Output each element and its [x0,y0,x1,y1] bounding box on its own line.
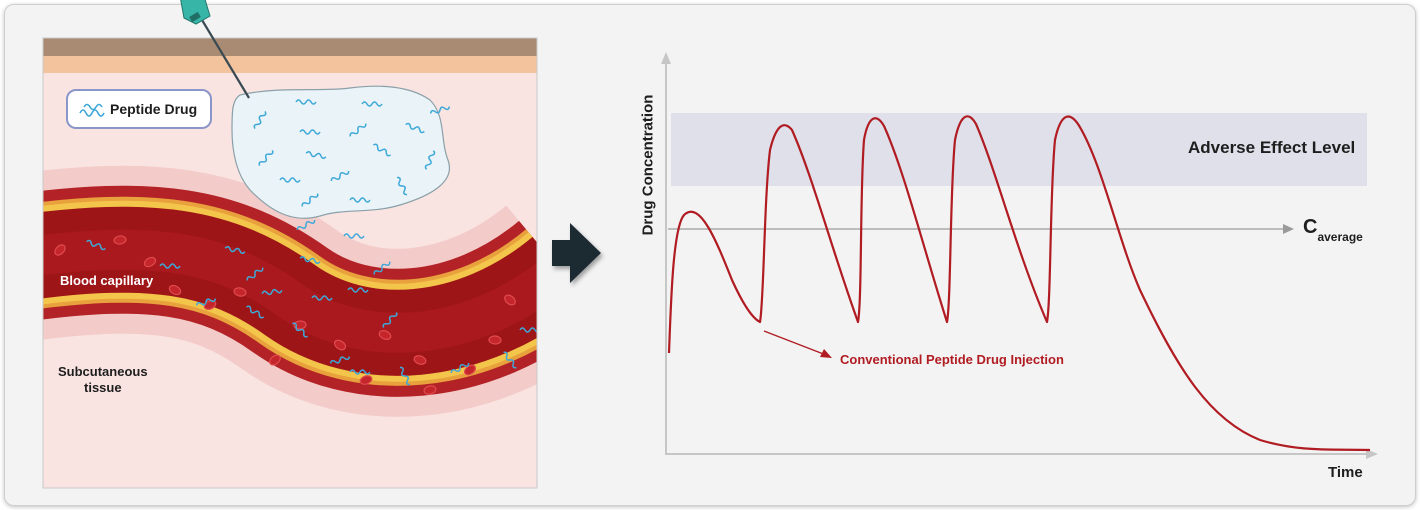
red-blood-cell [378,330,392,340]
drug-molecule [396,176,408,196]
skin-dermis [43,56,537,73]
legend-box: Peptide Drug [66,89,212,129]
skin-epidermis [43,38,537,56]
drug-molecule [299,129,321,135]
drug-molecule [405,122,425,134]
legend-label: Peptide Drug [110,101,198,117]
tissue-label-line2: tissue [84,380,122,395]
capillary-label: Blood capillary [60,273,154,288]
drug-molecule [261,288,283,296]
average-line-label-main: C [1303,216,1318,238]
red-blood-cell [143,256,157,268]
drug-molecule [299,255,321,265]
drug-molecule [86,239,106,251]
red-blood-cell [168,284,182,296]
peptide-icon [79,103,105,117]
drug-molecule [195,298,217,306]
red-blood-cell [488,335,502,345]
red-blood-cell [423,385,437,395]
drug-molecule [159,263,181,269]
red-blood-cell [293,320,307,330]
red-blood-cell [203,300,217,310]
red-blood-cell [113,235,127,245]
red-blood-cell [333,339,347,351]
drug-molecule [349,123,367,137]
x-axis-label: Time [1328,464,1363,481]
average-line-label-subscript: average [1317,230,1363,244]
tissue-label-line1: Subcutaneous [58,364,148,379]
drug-molecule [347,287,369,293]
red-blood-cell [269,354,281,366]
y-axis-label: Drug Concentration [639,94,657,236]
drug-molecule [450,362,470,374]
drug-molecule [373,261,391,275]
drug-molecule [343,233,365,239]
drug-molecule [301,193,319,207]
drug-molecule [329,356,351,364]
tissue-label: Subcutaneous tissue [58,364,148,396]
drug-molecule [296,219,316,231]
drug-molecule [305,150,327,160]
drug-molecule [311,295,333,301]
drug-molecule [519,327,537,333]
annotation-pointer [763,330,827,356]
drug-molecule [258,150,274,166]
blood-capillary [43,165,537,417]
drug-molecule [224,245,246,255]
annotation-pointer-head [820,349,832,358]
drug-molecule [292,322,308,338]
drug-molecule [503,351,517,369]
drug-molecule [372,143,392,157]
drug-molecule [330,170,350,182]
drug-molecule [424,150,436,170]
drug-depot [231,85,451,219]
drug-molecules-in-depot [253,99,451,207]
drug-molecule [399,366,411,386]
injection-annotation: Conventional Peptide Drug Injection [840,352,1064,367]
y-axis-arrowhead [661,52,671,64]
x-axis-arrowhead [1366,449,1378,459]
red-blood-cell [54,244,66,256]
drug-molecules-diffusing [296,219,398,328]
drug-molecule [349,369,371,375]
drug-molecule [279,177,301,183]
drug-molecule [429,106,451,114]
average-line-label: Caverage [1303,216,1363,244]
red-blood-cell [504,294,516,306]
red-blood-cell [233,287,247,297]
drug-molecule [382,312,398,328]
drug-molecule [349,197,371,203]
drug-molecule [253,110,267,130]
drug-molecule [361,101,383,107]
adverse-effect-label: Adverse Effect Level [1188,138,1356,157]
red-blood-cell [413,355,427,365]
red-blood-cell [463,364,477,376]
red-blood-cell [359,375,373,385]
drug-molecule [295,99,317,105]
red-blood-cells [54,235,516,395]
syringe-icon [180,0,250,99]
drug-molecule [245,305,265,319]
average-line-arrowhead [1283,224,1294,234]
drug-molecules-in-blood [86,239,537,386]
drug-molecule [246,267,264,281]
concentration-curve [667,115,1371,452]
